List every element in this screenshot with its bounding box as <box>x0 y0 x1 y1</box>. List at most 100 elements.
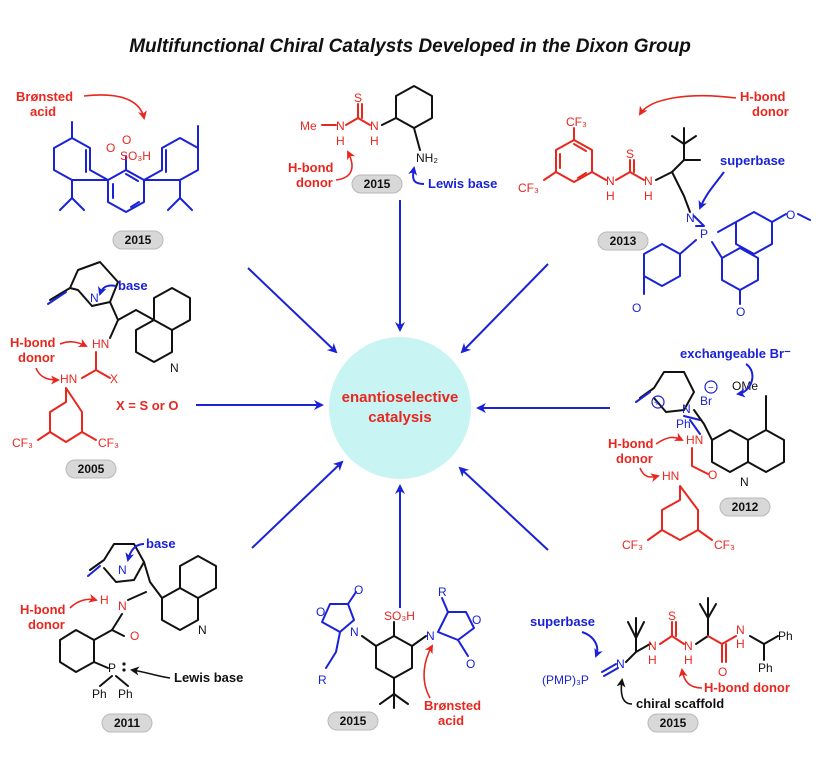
year-badge <box>327 711 379 731</box>
atom-o: O <box>130 629 139 643</box>
arrow-hbond-donor <box>678 668 703 689</box>
atom-n2: N <box>644 174 653 188</box>
atom-n-quinuclidine: N <box>118 563 127 577</box>
label-donor: donor <box>752 104 789 119</box>
atom-n1: N <box>606 174 615 188</box>
arrow-chiral-scaffold <box>616 678 633 705</box>
label-donor: donor <box>18 350 55 365</box>
atom-o2: O <box>354 583 363 597</box>
atom-nh2: NH₂ <box>416 151 438 165</box>
atom-o1: O <box>316 605 325 619</box>
atom-s: S <box>668 609 676 623</box>
aryl-ring <box>59 629 95 673</box>
atom-pmp3p: (PMP)₃P <box>542 673 589 687</box>
year-text: 2013 <box>610 234 637 248</box>
oxazolidinone-left <box>321 603 355 633</box>
atom-n1: N <box>336 119 345 133</box>
svg-text:+: + <box>654 398 660 409</box>
atom-h4: H <box>736 637 745 651</box>
arrow-hbond-2 <box>639 467 660 483</box>
year-badge <box>351 174 403 194</box>
atom-so3h: SO₃H <box>384 609 415 623</box>
arrow-bromide <box>736 363 754 398</box>
atom-n-quinuclidine: N <box>90 291 99 305</box>
atom-ph: Ph <box>676 417 691 431</box>
arrow-superbase <box>698 171 725 210</box>
atom-h2: H <box>370 134 379 148</box>
atom-n1: N <box>350 625 359 639</box>
atom-o2: O <box>632 301 641 315</box>
atom-o3: O <box>472 613 481 627</box>
arrow-hbond-2 <box>35 367 60 385</box>
atom-so3h: SO₃H <box>120 149 151 163</box>
arrow-bronsted-acid <box>83 94 147 120</box>
catalyst-2015-thiourea-cyclohexanediamine: Me N H S N H NH₂ H-bond donor Lewis base… <box>288 85 497 194</box>
atom-o: O <box>708 468 717 482</box>
arrow-base <box>97 284 117 296</box>
catalyst-2011-cinchona-phosphine: N base N H N O P Ph Ph H-bond donor Lewi… <box>20 536 243 733</box>
aryl-ring <box>49 387 83 443</box>
atom-n-quinoline: N <box>198 623 207 637</box>
arrow-hbond <box>69 593 98 609</box>
quinoline-ring <box>161 555 217 631</box>
label-hbond: H-bond <box>608 436 654 451</box>
center-circle <box>329 337 471 479</box>
atom-cf3-left: CF₃ <box>12 436 33 450</box>
atom-me: Me <box>300 119 317 133</box>
atom-cf3-right: CF₃ <box>98 436 119 450</box>
page-title: Multifunctional Chiral Catalysts Develop… <box>129 36 691 57</box>
label-hbond: H-bond <box>288 160 334 175</box>
year-badge <box>647 713 699 733</box>
label-lewis-base: Lewis base <box>428 176 497 191</box>
atom-br: Br <box>700 394 712 408</box>
year-badge <box>597 231 649 251</box>
year-text: 2005 <box>78 462 105 476</box>
atom-o1: O <box>786 208 795 222</box>
atom-n-quinoline: N <box>740 475 749 489</box>
label-bronsted: Brønsted <box>16 89 73 104</box>
label-acid: acid <box>30 104 56 119</box>
atom-cf3-bottom: CF₃ <box>518 181 539 195</box>
year-text: 2011 <box>114 716 140 730</box>
quinuclidine-core <box>49 261 119 307</box>
quinoline-ring <box>711 429 785 473</box>
year-text: 2015 <box>340 714 367 728</box>
atom-n2: N <box>370 119 379 133</box>
label-hbond: H-bond <box>10 335 56 350</box>
atom-o-top: O <box>122 133 131 147</box>
aryl-ring <box>661 485 699 541</box>
arrow-superbase <box>581 631 603 658</box>
atom-cf3-top: CF₃ <box>566 115 587 129</box>
atom-n-quinoline: N <box>170 361 179 375</box>
label-hbond: H-bond <box>20 602 66 617</box>
atom-o3: O <box>736 305 745 319</box>
year-text: 2012 <box>732 500 759 514</box>
label-donor: donor <box>28 617 65 632</box>
quinoline-ring <box>135 287 191 363</box>
label-lewis-base: Lewis base <box>174 670 243 685</box>
arrow-hbond-1 <box>59 338 88 347</box>
label-donor: donor <box>296 175 333 190</box>
year-text: 2015 <box>125 233 152 247</box>
atom-o: O <box>718 665 727 679</box>
atom-n3: N <box>686 211 695 225</box>
atom-n: N <box>118 599 127 613</box>
atom-n3: N <box>684 639 693 653</box>
pmp-ring-1 <box>717 211 773 255</box>
center-label-line1: enantioselective <box>342 389 459 406</box>
year-text: 2015 <box>364 177 391 191</box>
atom-ph2: Ph <box>118 687 133 701</box>
atom-ph2: Ph <box>758 661 773 675</box>
atom-h2: H <box>644 189 653 203</box>
label-bronsted: Brønsted <box>424 698 481 713</box>
atom-hn1: HN <box>686 433 703 447</box>
year-badge <box>112 230 164 250</box>
center-label-line2: catalysis <box>368 409 431 426</box>
atom-hn1: HN <box>92 337 109 351</box>
atom-x: X <box>110 372 118 386</box>
radial-arrows <box>196 200 610 608</box>
label-hbond: H-bond <box>740 89 786 104</box>
arrow-hbond-donor <box>335 150 356 181</box>
arrow-bronsted-acid <box>423 644 433 699</box>
